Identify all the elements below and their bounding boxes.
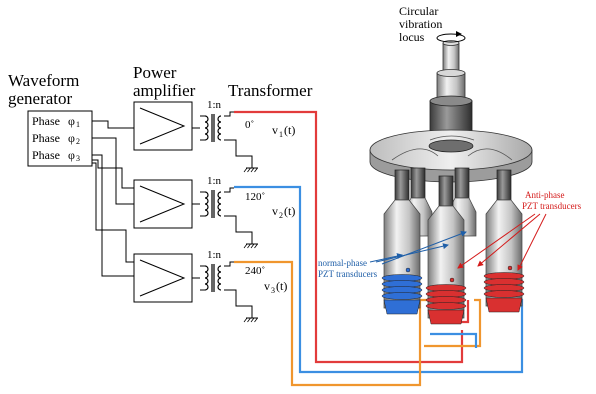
pzt-transducer (381, 169, 423, 315)
ground-icon (243, 317, 258, 323)
waveform-generator-title: Waveform (8, 71, 79, 90)
circular-label-3: locus (399, 30, 425, 44)
transducer-assembly (369, 31, 533, 183)
transformer-title: Transformer (228, 81, 313, 100)
ratio-label-1: 1:n (207, 99, 222, 111)
transformer-2 (192, 187, 258, 249)
amplifier-1 (133, 101, 193, 151)
amplifier-2 (133, 179, 193, 229)
ratio-label-2: 1:n (207, 175, 222, 187)
transducer-columns (381, 167, 525, 325)
phase-label: Phase (32, 131, 60, 145)
phi-symbol: φ (68, 114, 75, 128)
svg-text:(t): (t) (284, 123, 295, 137)
power-amplifier-title: Power (133, 63, 177, 82)
ground-icon (243, 243, 258, 249)
locus-arrow-icon (456, 31, 462, 37)
anti-phase-arrows (457, 213, 547, 271)
normal-phase-label-1: normal-phase (318, 258, 367, 268)
waveform-generator-box (27, 110, 93, 167)
svg-text:v: v (272, 123, 278, 137)
phase-angle-1: 0˚ (245, 119, 254, 131)
phase-label: Phase (32, 148, 60, 162)
svg-text:2: 2 (279, 211, 283, 220)
phi-symbol: φ (68, 148, 75, 162)
transformer-3 (192, 261, 258, 323)
voltage-label-3: v 3 (t) (264, 279, 287, 295)
power-amplifier-title-2: amplifier (133, 81, 196, 100)
generator-wires (92, 120, 134, 277)
phase-angle-3: 240˚ (245, 265, 265, 277)
voltage-label-2: v 2 (t) (272, 204, 295, 220)
svg-text:v: v (264, 279, 270, 293)
svg-text:3: 3 (271, 286, 275, 295)
locus-ellipse (436, 33, 466, 43)
output-shaft (442, 42, 460, 74)
phi-symbol: φ (68, 131, 75, 145)
transformers (192, 111, 258, 323)
circular-label-2: vibration (399, 17, 442, 31)
pzt-transducer (425, 175, 467, 325)
wire-phase-0 (234, 110, 464, 364)
amplifier-3 (133, 253, 193, 303)
wire-phase-240 (234, 260, 428, 387)
svg-text:(t): (t) (284, 204, 295, 218)
ratio-label-3: 1:n (207, 249, 222, 261)
phase-row-2: Phase φ 2 (32, 131, 80, 146)
circular-label-1: Circular (399, 4, 438, 18)
svg-text:v: v (272, 204, 278, 218)
phase-row-1: Phase φ 1 (32, 114, 80, 129)
waveform-generator-title-2: generator (8, 89, 73, 108)
pzt-transducer (483, 169, 525, 313)
normal-phase-arrows (369, 230, 467, 265)
phi-subscript: 1 (76, 120, 80, 129)
phase-row-3: Phase φ 3 (32, 148, 80, 163)
phi-subscript: 2 (76, 137, 80, 146)
voltage-label-1: v 1 (t) (272, 123, 295, 139)
svg-text:1: 1 (279, 130, 283, 139)
phase-label: Phase (32, 114, 60, 128)
normal-phase-label-2: PZT transducers (318, 269, 378, 279)
anti-phase-label-1: Anti-phase (525, 190, 565, 200)
anti-phase-label-2: PZT transducers (522, 201, 582, 211)
phase-angle-2: 120˚ (245, 191, 265, 203)
transformer-1 (192, 111, 258, 173)
svg-text:(t): (t) (276, 279, 287, 293)
ground-icon (243, 167, 258, 173)
phi-subscript: 3 (76, 154, 80, 163)
